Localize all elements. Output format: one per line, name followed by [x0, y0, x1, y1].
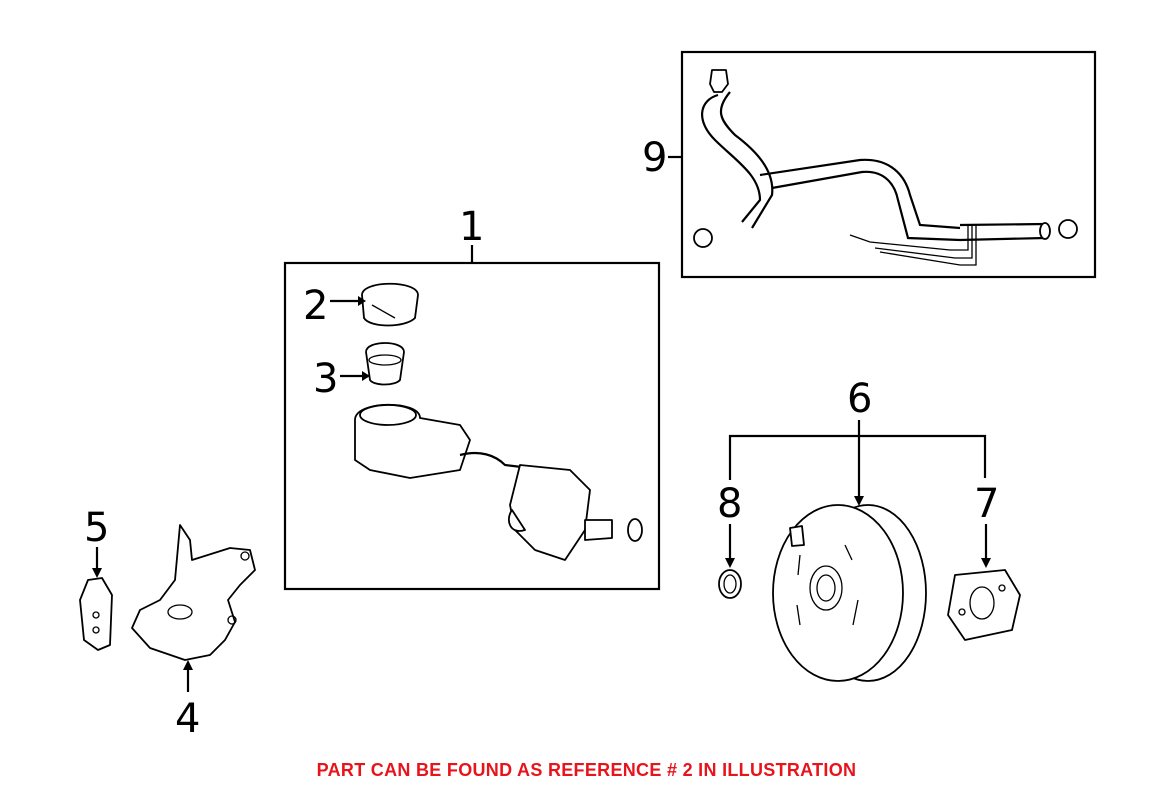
vacuum-hose-group: 9 [642, 50, 1097, 279]
callout-7: 7 [974, 481, 999, 527]
callout-4: 4 [175, 696, 200, 742]
callout-9: 9 [642, 135, 667, 181]
reference-caption: PART CAN BE FOUND AS REFERENCE # 2 IN IL… [316, 760, 857, 780]
master-cylinder-group: 1 2 3 [283, 204, 661, 591]
callout-3: 3 [313, 356, 338, 402]
booster-group: 6 8 7 [717, 376, 1021, 682]
callout-2: 2 [303, 283, 328, 329]
callout-5: 5 [84, 505, 109, 551]
bracket-group: 5 4 [79, 505, 256, 742]
callout-6: 6 [847, 376, 872, 422]
callout-8: 8 [717, 481, 742, 527]
callout-1: 1 [459, 204, 484, 250]
